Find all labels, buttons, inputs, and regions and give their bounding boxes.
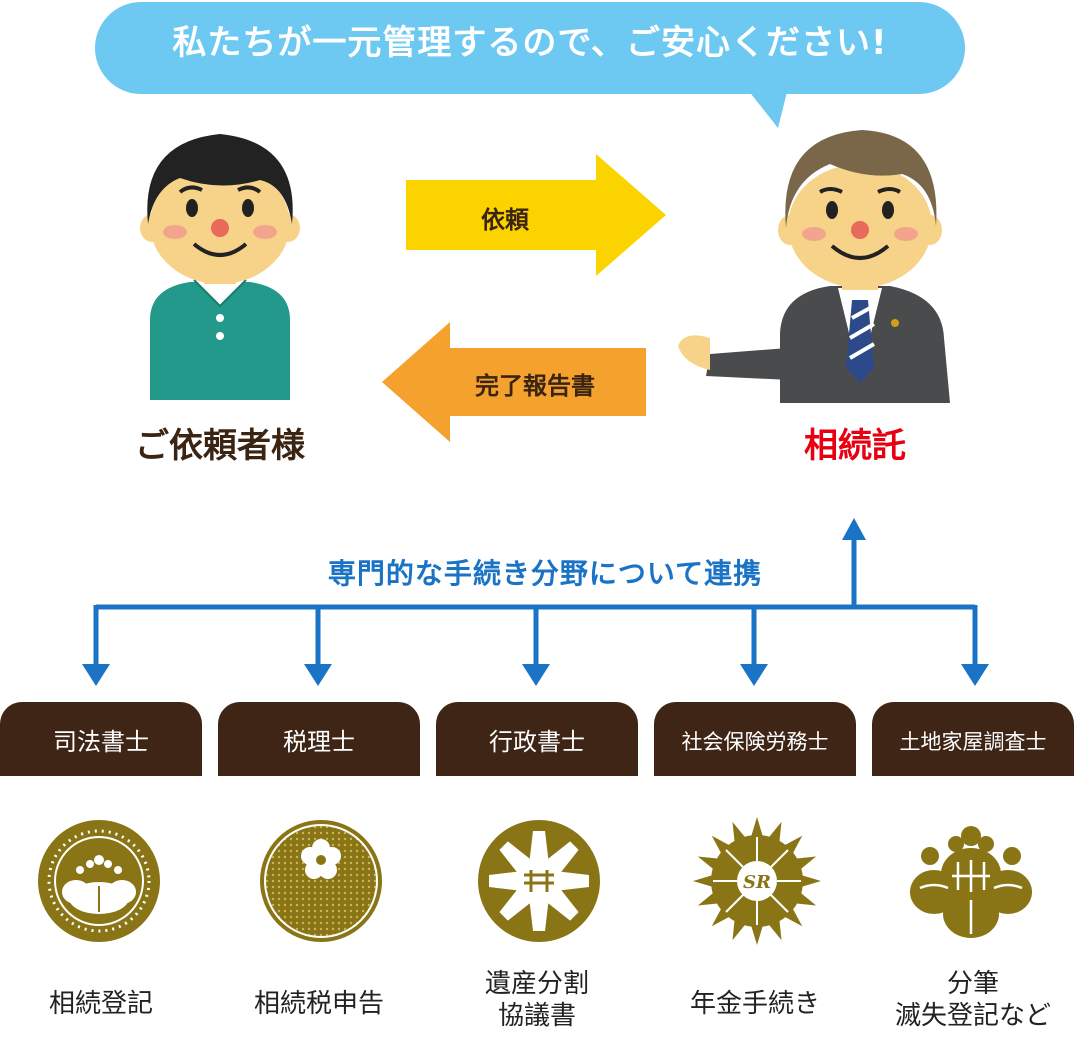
service-tax-accountant: 相続税申告 <box>218 988 420 1020</box>
profession-tab-administrative-scrivener: 行政書士 <box>436 702 638 776</box>
office-caption: 相続託 <box>804 426 906 466</box>
office-person-icon <box>678 130 950 403</box>
speech-bubble <box>95 2 965 128</box>
profession-tab-land-surveyor: 土地家屋調査士 <box>872 702 1074 776</box>
service-land-surveyor: 分筆 滅失登記など <box>872 968 1074 1032</box>
paulownia-survey-emblem-icon <box>910 826 1032 938</box>
cosmos-emblem-icon <box>478 820 600 942</box>
svg-text:SR: SR <box>743 872 771 893</box>
profession-tab-tax-accountant: 税理士 <box>218 702 420 776</box>
report-arrow-icon <box>382 322 646 442</box>
service-line: 年金手続き <box>689 989 820 1019</box>
service-administrative-scrivener: 遺産分割 協議書 <box>436 968 638 1032</box>
service-line: 相続登記 <box>48 989 153 1019</box>
report-arrow-label: 完了報告書 <box>475 372 595 400</box>
service-line: 協議書 <box>497 1001 576 1031</box>
request-arrow-label: 依頼 <box>481 206 529 234</box>
service-labor-consultant: 年金手続き <box>654 988 856 1020</box>
profession-tab-judicial-scrivener: 司法書士 <box>0 702 202 776</box>
service-line: 相続税申告 <box>253 989 384 1019</box>
request-arrow-icon <box>406 154 666 276</box>
speech-bubble-text: 私たちが一元管理するので、ご安心ください! <box>172 23 888 63</box>
sr-sunburst-emblem-icon: SR <box>693 817 821 945</box>
client-person-icon <box>140 134 300 400</box>
service-line: 滅失登記など <box>894 1001 1051 1031</box>
profession-tab-labor-consultant: 社会保険労務士 <box>654 702 856 776</box>
service-line: 分筆 <box>946 969 999 999</box>
service-line: 遺産分割 <box>484 969 589 999</box>
service-judicial-scrivener: 相続登記 <box>0 988 202 1020</box>
cherry-blossom-emblem-icon <box>260 820 382 942</box>
collaboration-connector <box>82 518 989 686</box>
paulownia-emblem-icon <box>38 820 160 942</box>
client-caption: ご依頼者様 <box>135 426 305 466</box>
collaboration-label: 専門的な手続き分野について連携 <box>327 557 763 590</box>
